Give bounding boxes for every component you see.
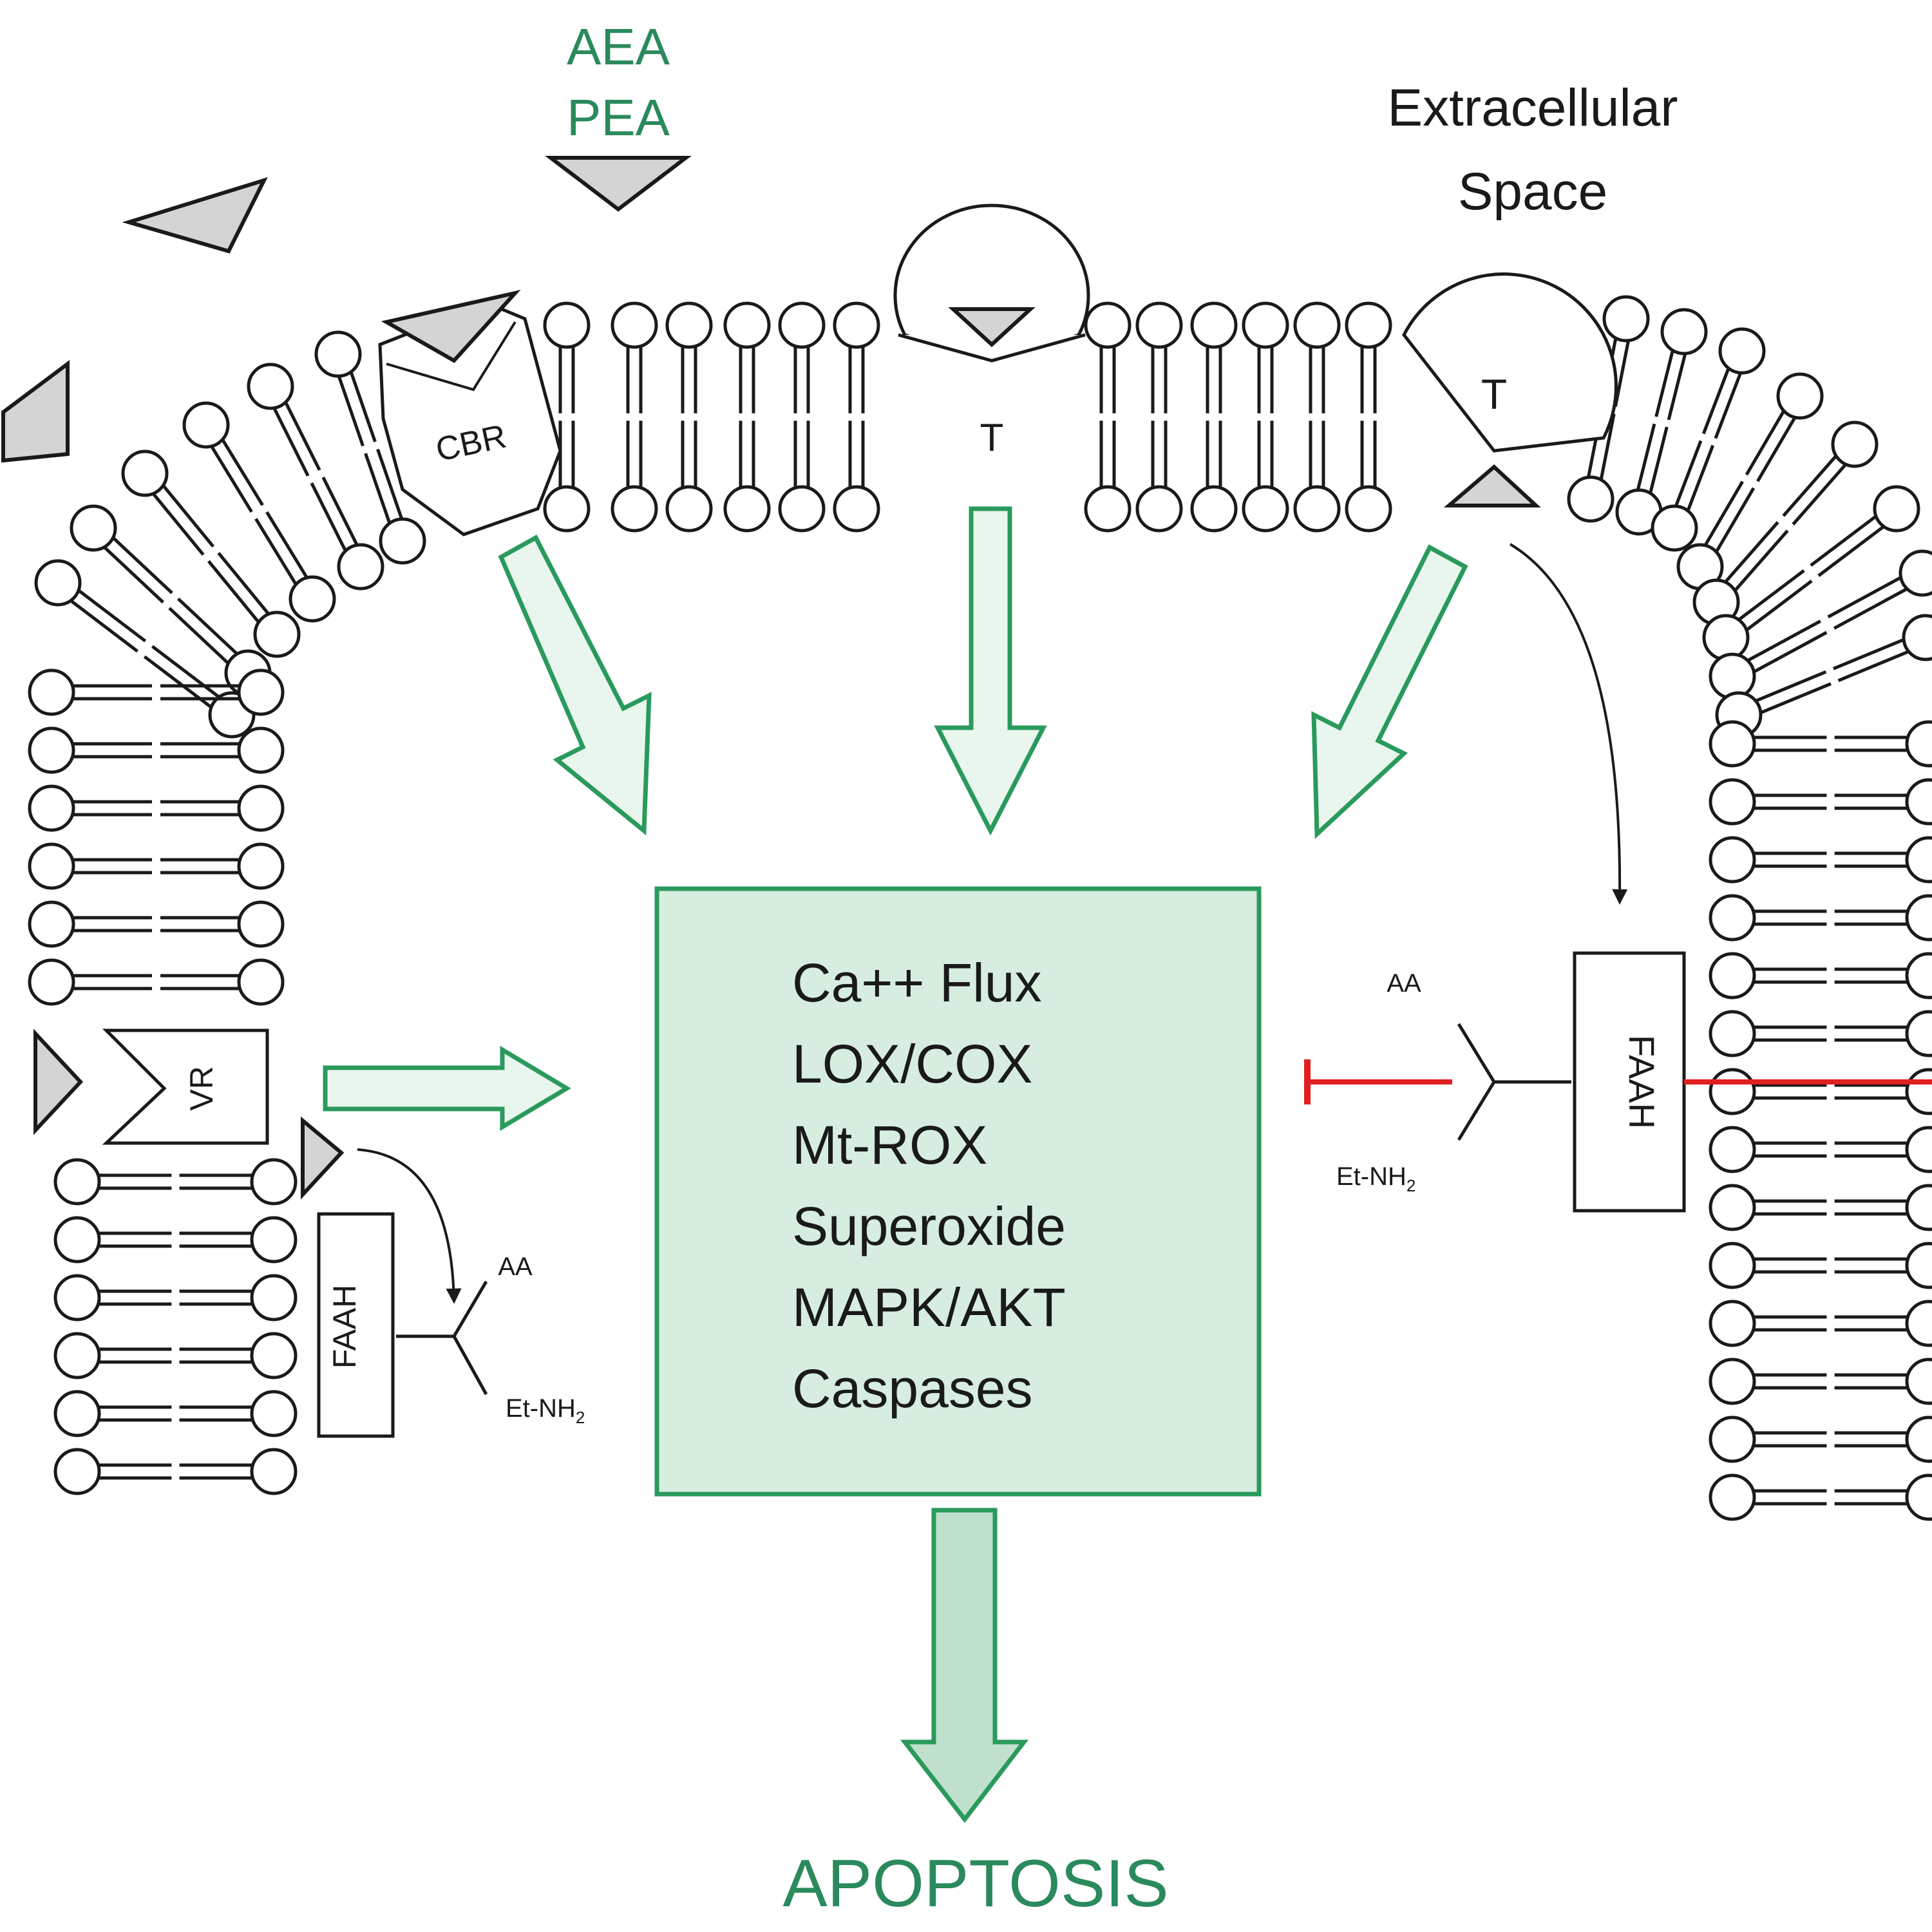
phospholipid [1345, 301, 1392, 533]
phospholipid [1651, 327, 1766, 552]
phospholipid [247, 363, 384, 591]
phospholipid [1676, 372, 1824, 591]
transporter-left: T [893, 204, 1090, 459]
phospholipid [1709, 1184, 1932, 1231]
ligand-triangle [1, 360, 70, 463]
transporter-right: T [1402, 272, 1618, 507]
signaling-item: Mt-ROX [792, 1115, 987, 1175]
faah-right: FAAH AA Et-NH2 [1304, 543, 1932, 1213]
phospholipid [1709, 1416, 1932, 1463]
vr-label: VR [184, 1066, 220, 1110]
extracellular-space-label: Space [1458, 162, 1608, 221]
apoptosis-label: APOPTOSIS [782, 1846, 1168, 1921]
phospholipid [1709, 1010, 1932, 1057]
cell-membrane [28, 295, 1932, 1521]
phospholipid [28, 958, 285, 1006]
phospholipid [1692, 421, 1879, 626]
faah-left: FAAH AA Et-NH2 [317, 1148, 585, 1438]
phospholipid [1709, 1068, 1932, 1115]
phospholipid [53, 1390, 298, 1437]
phospholipid [28, 842, 285, 890]
phospholipid [665, 301, 713, 533]
faah-label: FAAH [327, 1285, 363, 1369]
transporter-label: T [980, 416, 1004, 459]
faah-label: FAAH [1622, 1035, 1662, 1129]
cannabinoid-receptor: CBR [378, 289, 562, 536]
phospholipid [1709, 1242, 1932, 1289]
phospholipid [53, 1216, 298, 1264]
phospholipid [1709, 894, 1932, 942]
et-nh2-label: Et-NH2 [506, 1394, 585, 1427]
phospholipid [1135, 301, 1183, 533]
signaling-arrows [323, 506, 1468, 1823]
phospholipid [53, 1274, 298, 1321]
phospholipid [1615, 308, 1708, 536]
phospholipid [543, 301, 591, 533]
ligand-label-aea: AEA [567, 18, 670, 75]
phospholipid [53, 1332, 298, 1379]
phospholipid [1709, 778, 1932, 826]
phospholipid [1709, 1358, 1932, 1405]
cbr-to-box-arrow [498, 535, 652, 836]
et-nh2-label: Et-NH2 [1336, 1162, 1416, 1195]
phospholipid [53, 1158, 298, 1206]
phospholipid [28, 784, 285, 832]
phospholipid [1190, 301, 1238, 533]
phospholipid [28, 668, 285, 716]
phospholipid [1709, 1300, 1932, 1347]
signaling-item: Caspases [792, 1358, 1033, 1419]
phospholipid [1709, 836, 1932, 884]
phospholipid [53, 1448, 298, 1495]
vr-to-box-arrow [323, 1045, 571, 1132]
phospholipid [182, 401, 336, 623]
phospholipid [833, 301, 880, 533]
phospholipid [1715, 614, 1932, 739]
aa-label: AA [498, 1253, 533, 1281]
ligand-triangle [122, 177, 268, 254]
phospholipid [1709, 1473, 1932, 1521]
ligand-triangle [545, 156, 692, 212]
phospholipid [1702, 485, 1920, 661]
phospholipid [1709, 1126, 1932, 1173]
phospholipid [121, 450, 301, 658]
transporter-to-box-arrow [934, 506, 1047, 836]
ligand-triangle [33, 1028, 84, 1135]
ligand-group [1, 156, 692, 1135]
phospholipid [723, 301, 771, 533]
phospholipid [611, 301, 658, 533]
transporter-to-box-arrow [1311, 544, 1468, 839]
phospholipid [1242, 301, 1289, 533]
box-to-apoptosis-arrow [900, 1508, 1029, 1823]
signaling-item: MAPK/AKT [792, 1277, 1066, 1338]
phospholipid [1084, 301, 1132, 533]
extracellular-space-label: Extracellular [1387, 79, 1678, 137]
signaling-item: Ca++ Flux [792, 952, 1042, 1013]
aa-label: AA [1387, 969, 1421, 998]
phospholipid [778, 301, 826, 533]
phospholipid [1293, 301, 1341, 533]
phospholipid [1567, 295, 1650, 523]
signaling-item: Superoxide [792, 1196, 1066, 1256]
ligand-label-pea: PEA [567, 89, 670, 146]
phospholipid [1709, 952, 1932, 999]
phospholipid [28, 726, 285, 774]
phospholipid [1709, 720, 1932, 768]
phospholipid [28, 900, 285, 948]
signaling-item: LOX/COX [792, 1034, 1032, 1094]
phospholipid [314, 330, 426, 565]
transporter-label: T [1481, 370, 1507, 418]
vanilloid-receptor: VR [102, 1028, 345, 1200]
